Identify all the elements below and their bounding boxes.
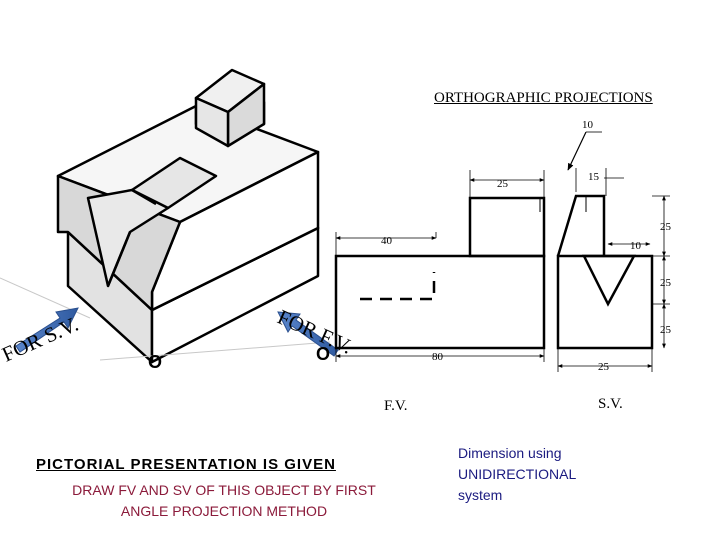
side-view bbox=[556, 131, 670, 372]
v-notch-edge bbox=[106, 231, 132, 287]
page-title: ORTHOGRAPHIC PROJECTIONS bbox=[434, 90, 653, 106]
front-view-label: F.V. bbox=[384, 398, 408, 414]
dim-10-top: 10 bbox=[582, 119, 594, 131]
side-view-label: S.V. bbox=[598, 396, 623, 412]
fv-upper-block bbox=[468, 196, 546, 258]
dim-25-right-mid: 25 bbox=[660, 277, 672, 289]
instruction-text: DRAW FV AND SV OF THIS OBJECT BY FIRST A… bbox=[72, 482, 376, 519]
dim-25-upper-width: 25 bbox=[497, 178, 509, 190]
isometric-object bbox=[56, 68, 320, 364]
dim-25-right-top: 25 bbox=[660, 221, 672, 233]
sv-upright-outline bbox=[556, 194, 606, 257]
front-view bbox=[334, 170, 546, 362]
dim-10-small: 10 bbox=[630, 240, 642, 252]
origin-mark-right: O bbox=[316, 344, 330, 364]
sv-base bbox=[556, 254, 654, 350]
origin-mark-left: O bbox=[148, 352, 162, 372]
ground-line-right bbox=[99, 341, 331, 361]
dim-25-bottom: 25 bbox=[598, 361, 610, 373]
sv-v-notch bbox=[581, 254, 637, 307]
sv-direction-arrow bbox=[15, 307, 79, 353]
dim-25-right-low: 25 bbox=[660, 324, 672, 336]
dim-40: 40 bbox=[381, 235, 393, 247]
dim-80: 80 bbox=[432, 351, 444, 363]
for-sv-label: FOR S.V. bbox=[0, 312, 82, 367]
fv-base bbox=[334, 254, 546, 350]
fv-hidden-slot bbox=[360, 272, 436, 301]
top-block-left bbox=[194, 96, 230, 148]
slot-inner-edge bbox=[131, 188, 157, 206]
fv-direction-arrow bbox=[277, 311, 339, 357]
pictorial-heading: PICTORIAL PRESENTATION IS GIVEN bbox=[36, 456, 336, 473]
for-fv-label: FOR F.V. bbox=[274, 305, 356, 359]
v-notch bbox=[86, 188, 170, 288]
dim-15: 15 bbox=[588, 171, 600, 183]
dimension-note: Dimension using UNIDIRECTIONAL system bbox=[458, 445, 576, 503]
